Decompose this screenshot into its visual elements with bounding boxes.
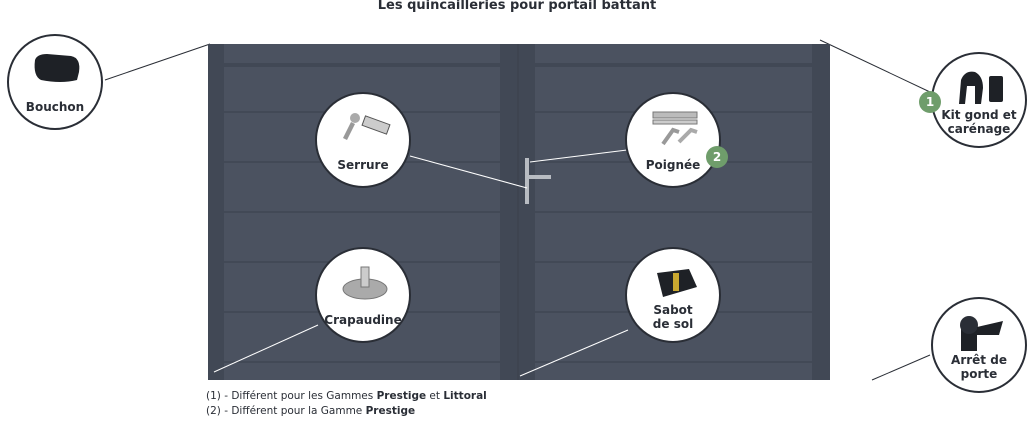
label-crapaudine: Crapaudine — [324, 313, 402, 327]
page-title: Les quincailleries pour portail battant — [377, 0, 657, 13]
hinge-icon — [959, 71, 1003, 104]
label-sabot-1: Sabot — [653, 303, 693, 317]
handle-icon — [652, 111, 698, 146]
badge-1: 1 — [919, 91, 941, 113]
label-bouchon: Bouchon — [25, 100, 85, 114]
handle — [525, 158, 551, 204]
leader-line-sabot — [519, 329, 629, 377]
leader-line-kit-gond — [819, 39, 931, 93]
footnote-1: (1) - Différent pour les Gammes Prestige… — [206, 389, 487, 404]
door-stop-icon — [960, 316, 1003, 351]
item-poignee[interactable]: Poignée — [625, 92, 721, 188]
footnote-2-text: (2) - Différent pour la Gamme — [206, 405, 366, 417]
label-arret-1: Arrêt de — [951, 353, 1007, 367]
footnote-2-range: Prestige — [365, 405, 416, 417]
footnotes: (1) - Différent pour les Gammes Prestige… — [206, 389, 487, 419]
label-kit-gond-2: carénage — [947, 122, 1011, 136]
crapaudine-icon — [342, 266, 388, 300]
footnote-2: (2) - Différent pour la Gamme Prestige — [206, 404, 487, 419]
leader-line-bouchon — [104, 43, 211, 81]
item-crapaudine[interactable]: Crapaudine — [315, 247, 411, 343]
item-serrure[interactable]: Serrure — [315, 92, 411, 188]
bouchon-icon — [34, 54, 80, 82]
footnote-1-text: (1) - Différent pour les Gammes — [206, 390, 377, 402]
footnote-1-range-2: Littoral — [443, 390, 487, 402]
label-sabot-2: de sol — [652, 317, 694, 331]
label-arret-2: porte — [960, 367, 998, 381]
leader-line-poignee — [529, 149, 628, 163]
footnote-1-conj: et — [426, 390, 444, 402]
label-kit-gond-1: Kit gond et — [941, 108, 1017, 122]
leader-line-serrure — [409, 155, 528, 189]
lock-cylinder-icon — [343, 113, 391, 140]
footnote-1-range-1: Prestige — [376, 390, 427, 402]
item-bouchon[interactable]: Bouchon — [7, 34, 103, 130]
badge-2: 2 — [706, 146, 728, 168]
sabot-icon — [657, 269, 697, 297]
label-poignee: Poignée — [645, 158, 701, 172]
label-serrure: Serrure — [337, 158, 389, 172]
leader-line-arret — [871, 354, 931, 381]
leader-line-crapaudine — [213, 324, 319, 373]
